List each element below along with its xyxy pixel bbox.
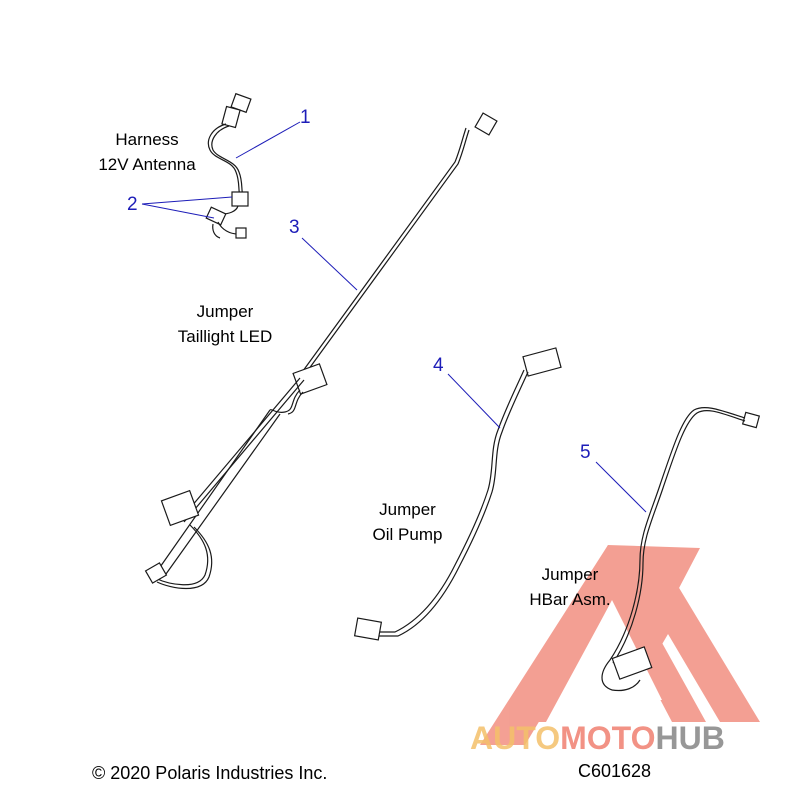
leader-2a <box>141 196 233 205</box>
watermark-logo <box>480 545 760 745</box>
part-4-oil-pump-jumper <box>353 347 562 641</box>
leader-4 <box>447 373 501 429</box>
watermark-moto: MOTO <box>560 720 656 756</box>
label-4-line1: Jumper <box>379 500 436 519</box>
diagram-code: C601628 <box>578 761 652 781</box>
leader-2b <box>141 203 215 219</box>
callout-1: 1 <box>300 107 311 128</box>
label-jumper-taillight-led: Jumper Taillight LED <box>160 299 290 349</box>
callout-3: 3 <box>289 217 300 238</box>
callout-leaders <box>141 121 647 513</box>
leader-1 <box>235 121 301 159</box>
part-3-taillight-jumper <box>144 112 498 589</box>
leader-3 <box>301 237 358 291</box>
label-1-line1: Harness <box>115 130 179 149</box>
part-5-hbar-jumper <box>601 406 761 692</box>
watermark-inner <box>560 600 662 700</box>
watermark-auto: AUTO <box>470 720 561 756</box>
label-3-line1: Jumper <box>196 302 254 321</box>
label-5-line1: Jumper <box>541 565 599 584</box>
watermark-text: AUTOMOTOHUB <box>470 718 725 758</box>
watermark-hub: HUB <box>655 720 725 756</box>
callout-2: 2 <box>127 194 138 215</box>
label-5-line2: HBar Asm. <box>529 590 611 609</box>
callout-5: 5 <box>580 442 591 463</box>
watermark-triangle-right <box>620 548 760 722</box>
label-1-line2: 12V Antenna <box>98 155 196 174</box>
label-jumper-oil-pump: Jumper Oil Pump <box>345 497 470 547</box>
leader-5 <box>595 461 647 513</box>
label-harness-12v-antenna: Harness 12V Antenna <box>82 127 212 177</box>
label-4-line2: Oil Pump <box>372 525 443 544</box>
watermark-triangle-left <box>480 545 675 745</box>
label-jumper-hbar-asm: Jumper HBar Asm. <box>510 562 630 612</box>
part-1-harness <box>205 92 252 239</box>
label-3-line2: Taillight LED <box>177 327 273 346</box>
callout-4: 4 <box>433 355 444 376</box>
copyright-text: © 2020 Polaris Industries Inc. <box>92 763 328 783</box>
